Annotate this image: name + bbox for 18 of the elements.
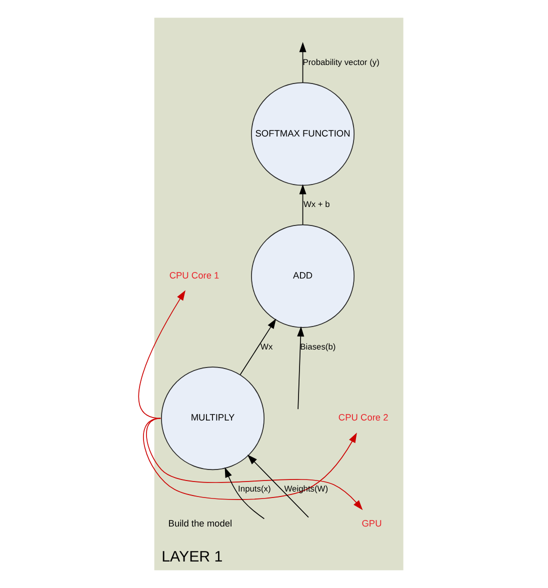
edge-label: Wx + b	[303, 199, 330, 210]
arrow	[299, 184, 306, 226]
label: Build the model	[168, 518, 232, 529]
edge-label: Wx	[260, 341, 273, 352]
edge-label: Probability vector (y)	[302, 57, 380, 68]
arrow	[240, 318, 276, 375]
arrow	[138, 290, 186, 419]
arrow	[299, 42, 306, 83]
node-text: CPU Core 1	[169, 270, 220, 281]
arrow	[297, 326, 304, 410]
node-circle: SOFTMAX FUNCTION	[251, 82, 355, 186]
node-circle: MULTIPLY	[161, 366, 265, 470]
node-text: GPU	[362, 518, 382, 529]
arrow	[247, 454, 309, 518]
arrow	[224, 467, 265, 520]
edge-label: Biases(b)	[300, 341, 336, 352]
edge-label: Inputs(x)	[238, 484, 271, 494]
node-text: CPU Core 2	[338, 412, 388, 423]
